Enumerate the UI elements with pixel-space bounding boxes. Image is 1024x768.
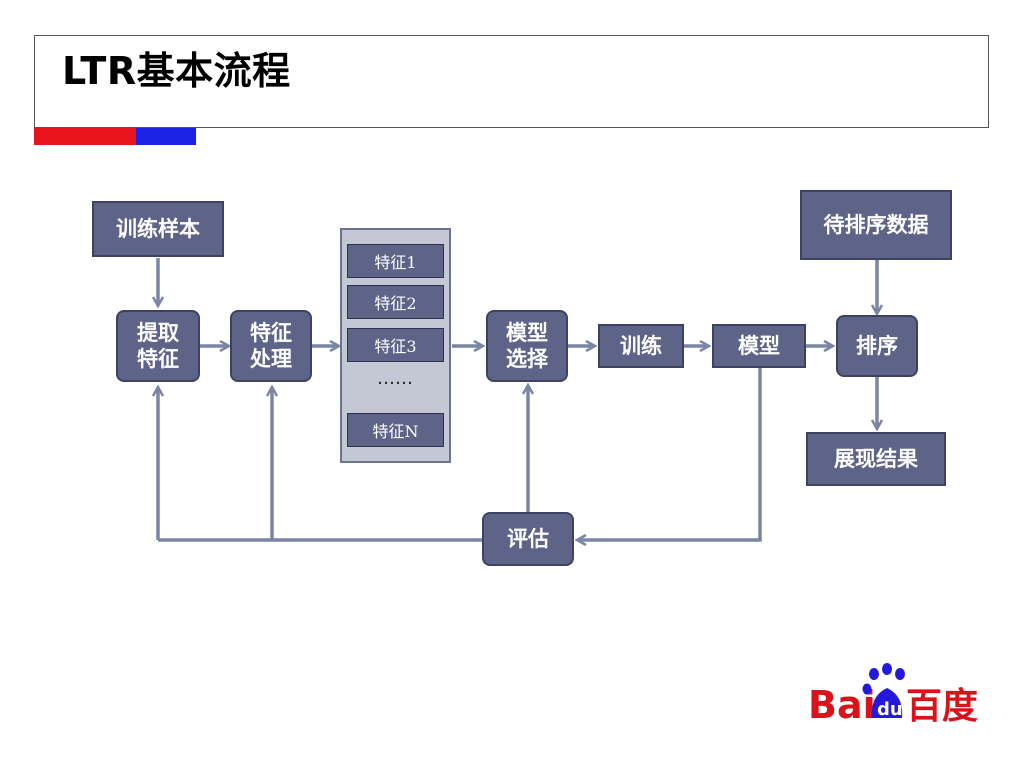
title-underline-red: [34, 128, 136, 145]
feature-item-n: 特征N: [347, 413, 444, 447]
feature-item-3: 特征3: [347, 328, 444, 362]
node-extract-features: 提取 特征: [116, 310, 200, 382]
node-feature-processing-line2: 处理: [250, 347, 292, 371]
feature-item-2: 特征2: [347, 285, 444, 319]
logo-chinese-text: 百度: [906, 686, 978, 722]
node-model: 模型: [712, 324, 806, 368]
title-frame: [34, 35, 989, 128]
node-feature-processing-line1: 特征: [250, 321, 292, 345]
node-model-selection-line2: 选择: [506, 347, 548, 371]
node-model-selection: 模型 选择: [486, 310, 568, 382]
node-training-samples: 训练样本: [92, 201, 224, 257]
node-show-results: 展现结果: [806, 432, 946, 486]
title-underline-blue: [136, 128, 196, 145]
feature-item-1: 特征1: [347, 244, 444, 278]
node-ranking: 排序: [836, 315, 918, 377]
node-feature-processing: 特征 处理: [230, 310, 312, 382]
node-evaluation: 评估: [482, 512, 574, 566]
node-extract-features-line2: 特征: [137, 347, 179, 371]
node-extract-features-line1: 提取: [137, 321, 179, 345]
node-data-to-rank: 待排序数据: [800, 190, 952, 260]
logo-badge-text: du: [877, 699, 903, 720]
arrow-model-to-eval: [578, 368, 762, 540]
baidu-logo: Bai du 百度: [808, 663, 978, 722]
node-model-selection-line1: 模型: [506, 321, 548, 345]
node-training: 训练: [598, 324, 684, 368]
slide-title: LTR基本流程: [62, 49, 291, 93]
feature-ellipsis: ……: [377, 368, 413, 389]
paw-icon: [862, 663, 905, 718]
